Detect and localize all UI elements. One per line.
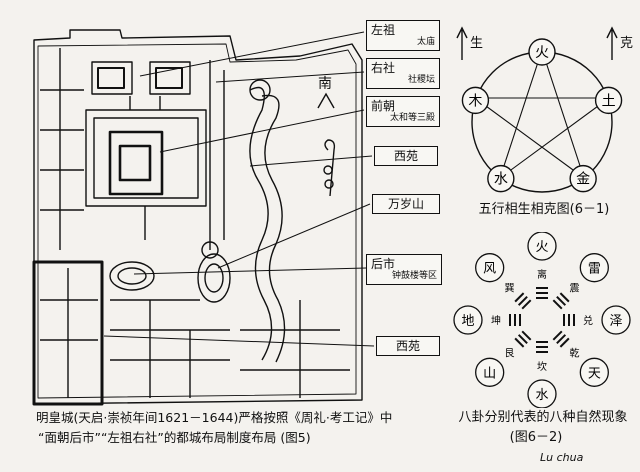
bagua-inner-label: 乾 — [570, 347, 580, 360]
bagua-outer-label: 风 — [483, 262, 496, 277]
bagua-inner-label: 坤 — [491, 314, 501, 327]
label-west-garden-south: 西苑 — [376, 336, 440, 356]
trigram-bar — [552, 299, 563, 310]
label-west-garden-north: 西苑 — [374, 146, 438, 166]
bagua-outer-label: 雷 — [588, 262, 601, 277]
label-text: 西苑 — [393, 149, 418, 163]
label-text: 万岁山 — [387, 197, 424, 211]
label-front-court: 前朝 太和等三殿 — [366, 96, 440, 127]
element-node-circle — [569, 164, 597, 193]
five-elements-diagram: 火土金 水 木 — [456, 26, 623, 193]
label-sub: 太和等三殿 — [389, 113, 435, 123]
caption-line-1: 明皇城(天启·崇祯年间1621－1644)严格按照《周礼·考工记》中 — [36, 410, 393, 425]
bagua-outer-label: 天 — [588, 366, 601, 381]
trigram-bar — [559, 292, 570, 303]
bagua-inner-label: 离 — [537, 268, 547, 281]
trigram-bar — [517, 334, 528, 345]
label-text: 左祖 — [371, 23, 396, 37]
bagua-outer-circle — [453, 305, 483, 335]
bagua-outer-label: 泽 — [609, 314, 622, 329]
element-node-circle — [594, 86, 623, 115]
five-elements-title: 五行相生相克图(6－1) — [478, 202, 610, 217]
bagua-outer-circle — [579, 253, 609, 283]
caption-line-2: “面朝后市”“左祖右社”的都城布局制度布局 (图5) — [38, 430, 311, 445]
trigram-bar — [514, 292, 525, 303]
element-node-circle — [528, 38, 556, 66]
label-ancestral-temple: 左祖 太庙 — [366, 20, 440, 51]
ke-label: 克 — [620, 36, 634, 51]
bagua-outer-circle — [475, 253, 505, 283]
five-element-nodes: 火土金 水 木 — [461, 38, 623, 193]
element-node-label: 木 — [468, 93, 482, 109]
trigram-bar — [521, 330, 532, 341]
label-text: 西苑 — [395, 339, 420, 353]
bagua-inner-label: 艮 — [504, 348, 514, 360]
bagua-outer-label: 山 — [483, 366, 496, 381]
sheng-label: 生 — [470, 36, 484, 51]
element-node-label: 水 — [494, 172, 508, 188]
element-node-label: 土 — [602, 93, 616, 109]
label-text: 后市 — [371, 257, 396, 271]
label-rear-market: 后市 钟鼓楼等区 — [366, 254, 442, 285]
bagua-inner-label: 兑 — [583, 314, 593, 327]
label-altar-of-land: 右社 社稷坛 — [366, 58, 440, 89]
bagua-inner-label: 巽 — [504, 282, 514, 294]
bagua-outer-circle — [475, 357, 505, 387]
element-node-label: 火 — [535, 45, 549, 61]
trigram-bar — [521, 299, 532, 310]
bagua-outer-circle — [527, 232, 557, 261]
label-sub: 太庙 — [416, 37, 435, 47]
element-node-circle — [487, 164, 515, 193]
label-text: 前朝 — [371, 99, 396, 113]
bagua-outer-label: 地 — [461, 314, 474, 329]
bagua-title-line-2: (图6－2) — [509, 430, 563, 445]
south-mark: 南 — [318, 76, 332, 92]
label-wansui-hill: 万岁山 — [372, 194, 440, 214]
element-node-circle — [461, 86, 490, 115]
trigram-bar — [556, 295, 567, 306]
trigram-bar — [552, 330, 563, 341]
label-sub: 社稷坛 — [407, 75, 435, 85]
label-sub: 钟鼓楼等区 — [391, 271, 437, 281]
bagua-outer-label: 火 — [535, 240, 548, 255]
trigram-bar — [559, 337, 570, 348]
label-text: 右社 — [371, 61, 396, 75]
bagua-outer-label: 水 — [535, 388, 548, 403]
artist-signature: Lu chua — [540, 451, 584, 464]
trigram-bar — [556, 334, 567, 345]
bagua-inner-label: 坎 — [537, 360, 547, 373]
bagua-inner-label: 震 — [570, 282, 580, 294]
bagua-outer-circle — [527, 379, 557, 408]
bagua-outer-circle — [601, 305, 631, 335]
trigram-bar — [514, 337, 525, 348]
bagua-outer-circle — [579, 357, 609, 387]
bagua-title-line-1: 八卦分别代表的八种自然现象 — [458, 410, 628, 425]
trigram-bar — [517, 295, 528, 306]
element-node-label: 金 — [576, 172, 590, 188]
